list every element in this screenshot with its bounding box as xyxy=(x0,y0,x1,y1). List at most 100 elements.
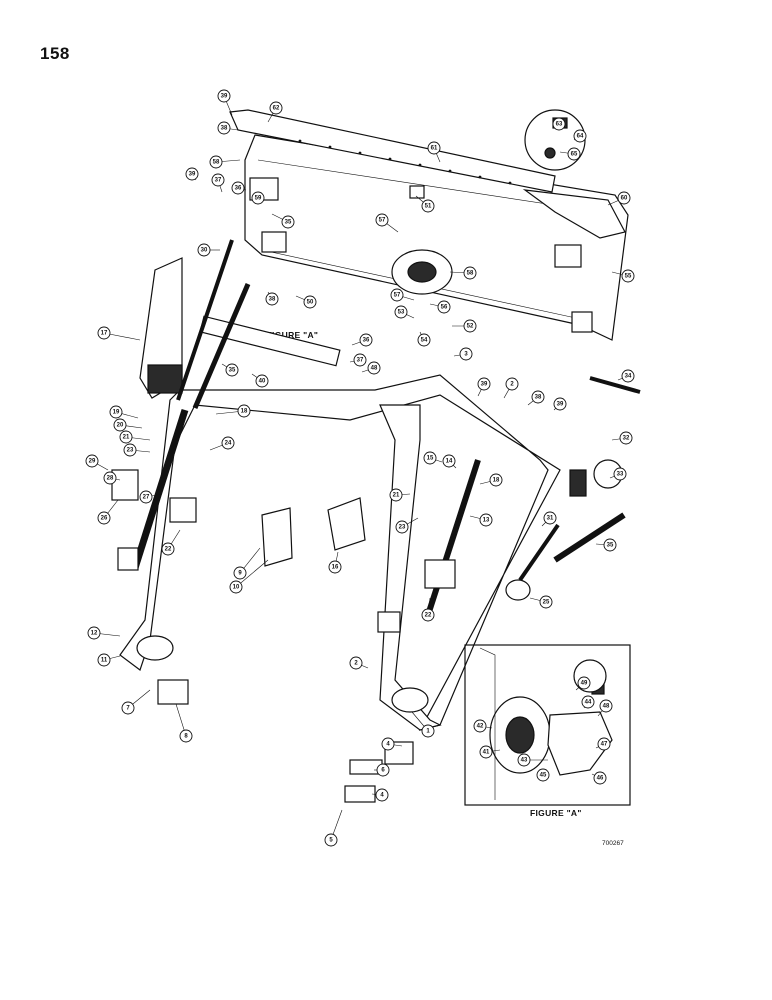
callout-number: 19 xyxy=(113,410,120,416)
callout-circle xyxy=(463,266,477,280)
callout-52: 52 xyxy=(452,319,477,333)
center-pad xyxy=(327,497,366,551)
callout-39: 39 xyxy=(185,167,199,181)
callout-circle xyxy=(251,191,265,205)
callout-number: 58 xyxy=(213,160,220,166)
callout-number: 40 xyxy=(259,379,266,385)
right-rod-end xyxy=(377,611,401,633)
callout-circle xyxy=(437,300,451,314)
see-figure-a-note: SEE FIGURE "A" xyxy=(246,330,319,340)
callout-35: 35 xyxy=(595,538,617,552)
callout-circle xyxy=(603,538,617,552)
callout-number: 62 xyxy=(273,106,280,112)
callout-58: 58 xyxy=(209,155,241,169)
callout-number: 8 xyxy=(184,734,188,740)
shim-plate-10 xyxy=(261,507,293,567)
callout-circle xyxy=(123,443,137,457)
callout-number: 20 xyxy=(117,423,124,429)
callout-number: 7 xyxy=(126,706,130,712)
callout-number: 5 xyxy=(329,838,333,844)
callout-9: 9 xyxy=(233,547,261,580)
left-brace-tube-35 xyxy=(192,283,251,409)
callout-circle xyxy=(185,167,199,181)
callout-11: 11 xyxy=(97,653,121,667)
callout-circle xyxy=(121,701,135,715)
callout-2: 2 xyxy=(503,377,519,399)
callout-circle xyxy=(97,326,111,340)
callout-circle xyxy=(87,626,101,640)
callout-18: 18 xyxy=(215,404,251,418)
figure-a-inset xyxy=(464,644,631,806)
callout-number: 46 xyxy=(597,776,604,782)
callout-23: 23 xyxy=(395,517,419,534)
callout-1: 1 xyxy=(411,711,435,738)
left-rod-end xyxy=(117,547,139,571)
callout-number: 25 xyxy=(543,600,550,606)
callout-circle xyxy=(179,729,193,743)
callout-circle xyxy=(269,101,283,115)
callout-number: 42 xyxy=(477,724,484,730)
callout-17: 17 xyxy=(97,326,141,341)
drawing-code: 700267 xyxy=(602,840,624,847)
callout-circle xyxy=(539,595,553,609)
callout-number: 32 xyxy=(623,436,630,442)
callout-number: 18 xyxy=(493,478,500,484)
callout-circle xyxy=(621,269,635,283)
callout-number: 53 xyxy=(398,310,405,316)
callout-58: 58 xyxy=(449,266,477,280)
callout-49: 49 xyxy=(575,676,591,691)
callout-circle xyxy=(621,369,635,383)
callout-number: 57 xyxy=(379,218,386,224)
callout-number: 27 xyxy=(143,495,150,501)
callout-circle xyxy=(463,319,477,333)
callout-number: 48 xyxy=(603,704,610,710)
callout-circle xyxy=(229,580,243,594)
callout-number: 24 xyxy=(225,441,232,447)
callout-46: 46 xyxy=(591,771,607,785)
blade-bracket-lower-right xyxy=(571,311,593,333)
right-trunnion-socket xyxy=(391,687,429,713)
detail-nut xyxy=(544,147,556,159)
callout-circle xyxy=(573,129,587,143)
callout-50: 50 xyxy=(295,295,317,309)
callout-circle xyxy=(417,333,431,347)
center-beam xyxy=(379,404,442,731)
pitch-arm xyxy=(589,376,641,394)
callout-number: 38 xyxy=(535,395,542,401)
callout-circle xyxy=(265,292,279,306)
callout-circle xyxy=(359,333,373,347)
callout-19: 19 xyxy=(109,405,139,419)
callout-number: 37 xyxy=(357,358,364,364)
end-bit xyxy=(522,189,626,239)
callout-21: 21 xyxy=(389,488,411,502)
dozer-blade xyxy=(229,109,629,341)
callout-45: 45 xyxy=(536,768,550,782)
callout-circle xyxy=(421,608,435,622)
callout-circle xyxy=(517,753,531,767)
callout-number: 49 xyxy=(581,681,588,687)
callout-39: 39 xyxy=(477,377,491,397)
callout-number: 44 xyxy=(585,700,592,706)
callout-labels: 3962386163646558603937365935515730555838… xyxy=(85,89,635,847)
callout-64: 64 xyxy=(573,129,587,143)
callout-number: 16 xyxy=(332,565,339,571)
callout-23: 23 xyxy=(123,443,151,457)
callout-6: 6 xyxy=(374,763,390,777)
callout-53: 53 xyxy=(394,305,415,319)
callout-39: 39 xyxy=(217,89,233,116)
callout-57: 57 xyxy=(390,288,415,302)
callout-number: 22 xyxy=(165,547,172,553)
callout-circle xyxy=(231,181,245,195)
blade-center-socket-bore xyxy=(407,261,437,283)
callout-circle xyxy=(161,542,175,556)
callout-number: 50 xyxy=(307,300,314,306)
callout-number: 39 xyxy=(557,402,564,408)
callout-number: 4 xyxy=(380,793,384,799)
callout-circle xyxy=(613,467,627,481)
callout-number: 34 xyxy=(625,374,632,380)
callout-32: 32 xyxy=(611,431,633,445)
callout-number: 4 xyxy=(386,742,390,748)
callout-circle xyxy=(567,147,581,161)
callout-number: 39 xyxy=(221,94,228,100)
